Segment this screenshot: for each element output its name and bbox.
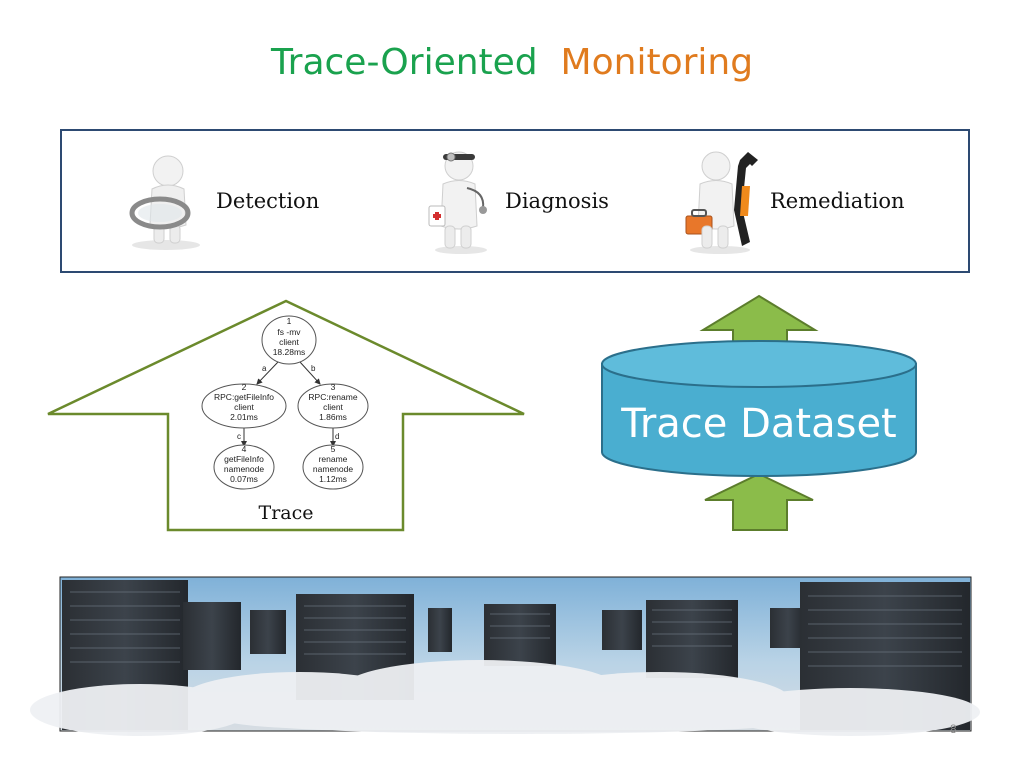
trace-dataset-cylinder: Trace Dataset xyxy=(601,340,917,477)
trace-node-5: 5 rename namenode 1.12ms xyxy=(302,444,364,490)
server-rack xyxy=(646,600,738,678)
monitoring-phases-box: Detection Diagnosis xyxy=(60,129,970,273)
trace-up-arrow-outline xyxy=(47,299,525,532)
phase-detection: Detection xyxy=(124,131,319,271)
trace-node-3-line1: RPC:rename xyxy=(308,392,357,402)
trace-node-5-line1: rename xyxy=(319,454,348,464)
trace-caption: Trace xyxy=(259,502,314,524)
trace-node-4-line3: 0.07ms xyxy=(230,474,258,484)
trace-node-2-id: 2 xyxy=(242,382,247,392)
trace-edge-label-b: b xyxy=(311,364,316,373)
trace-edge-b xyxy=(299,361,321,385)
server-rack xyxy=(602,610,642,650)
trace-node-2-line3: 2.01ms xyxy=(230,412,258,422)
server-rack xyxy=(250,610,286,654)
trace-node-4: 4 getFileInfo namenode 0.07ms xyxy=(213,444,275,490)
trace-node-4-id: 4 xyxy=(242,444,247,454)
trace-node-3: 3 RPC:rename client 1.86ms xyxy=(297,382,369,429)
trace-node-2-line2: client xyxy=(234,402,254,412)
trace-node-3-id: 3 xyxy=(331,382,336,392)
trace-node-1: 1 fs -mv client 18.28ms xyxy=(261,315,317,365)
phase-remediation-label: Remediation xyxy=(770,189,905,213)
trace-edge-label-c: c xyxy=(237,432,241,441)
phase-diagnosis-label: Diagnosis xyxy=(505,189,609,213)
slide-title: Trace-Oriented Monitoring xyxy=(0,42,1024,83)
trace-node-3-line2: client xyxy=(323,402,343,412)
trace-node-3-line3: 1.86ms xyxy=(319,412,347,422)
trace-node-4-line1: getFileInfo xyxy=(224,454,264,464)
phase-remediation: Remediation xyxy=(684,131,905,271)
trace-node-5-line2: namenode xyxy=(313,464,353,474)
trace-node-1-id: 1 xyxy=(287,316,292,326)
title-part-monitoring: Monitoring xyxy=(560,42,754,83)
title-part-trace-oriented: Trace-Oriented xyxy=(270,42,538,83)
server-rack xyxy=(183,602,241,670)
dataset-input-arrow xyxy=(704,472,814,531)
trace-node-5-line3: 1.12ms xyxy=(319,474,347,484)
doctor-figure-icon xyxy=(428,151,487,254)
trace-dataset-label: Trace Dataset xyxy=(620,401,896,447)
server-rack xyxy=(484,604,556,666)
trace-node-5-id: 5 xyxy=(331,444,336,454)
trace-node-2: 2 RPC:getFileInfo client 2.01ms xyxy=(201,382,287,429)
server-cloud-banner xyxy=(30,576,980,736)
phase-diagnosis: Diagnosis xyxy=(427,131,609,271)
trace-node-2-line1: RPC:getFileInfo xyxy=(214,392,274,402)
page-number: 8 xyxy=(950,722,957,736)
trace-node-1-line1: fs -mv xyxy=(277,327,301,337)
server-rack xyxy=(428,608,452,652)
trace-node-4-line2: namenode xyxy=(224,464,264,474)
wrench-figure-icon xyxy=(685,151,758,254)
trace-node-1-line2: client xyxy=(279,337,299,347)
trace-edge-a xyxy=(256,361,279,385)
phase-detection-label: Detection xyxy=(216,189,320,213)
trace-edge-label-a: a xyxy=(262,364,267,373)
magnifier-figure-icon xyxy=(129,155,200,250)
trace-edge-label-d: d xyxy=(335,432,339,441)
trace-node-1-line3: 18.28ms xyxy=(273,347,306,357)
